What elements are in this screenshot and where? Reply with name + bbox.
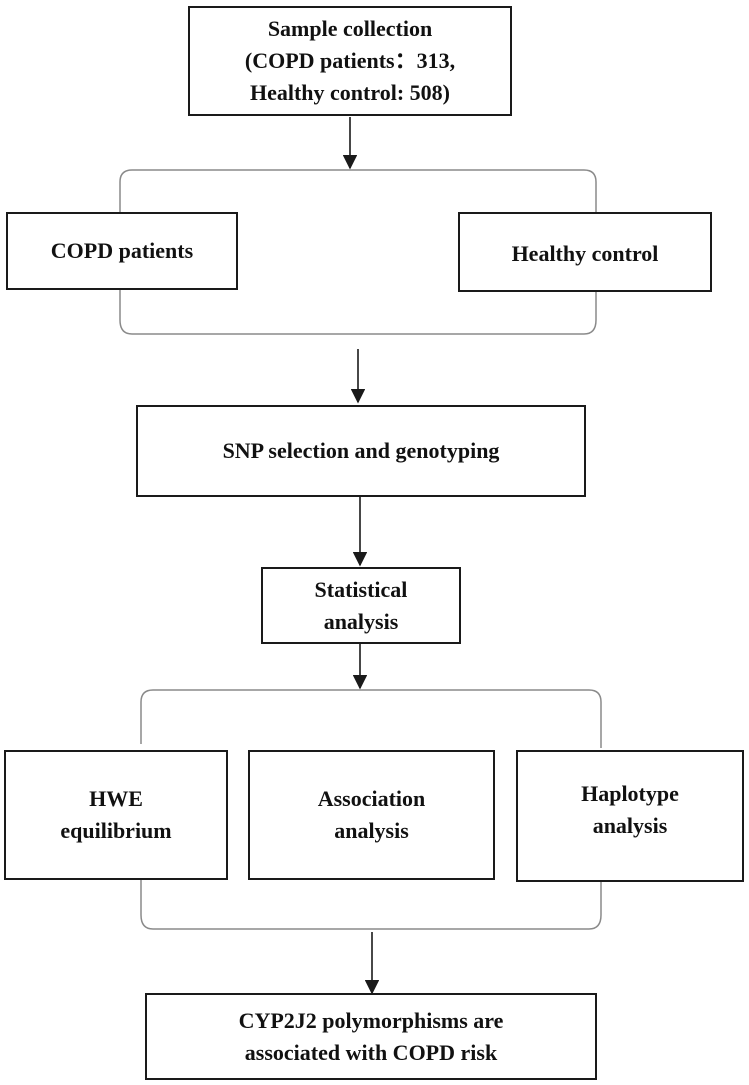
sample-collection-line-2: (COPD patients：313, [244, 48, 456, 73]
hwe-equilibrium-line-2: equilibrium [60, 818, 172, 843]
snp-selection-box: SNP selection and genotyping [136, 405, 586, 497]
association-analysis-line-1: Association [317, 786, 426, 811]
conclusion-line-1: CYP2J2 polymorphisms are [238, 1007, 504, 1033]
conclusion-box: CYP2J2 polymorphisms are associated with… [145, 993, 597, 1080]
snp-selection-line-1: SNP selection and genotyping [222, 438, 500, 463]
hwe-equilibrium-line-1: HWE [89, 786, 143, 811]
association-analysis-line-2: analysis [334, 818, 409, 843]
sample-collection-line-1: Sample collection [267, 16, 433, 41]
statistical-analysis-box: Statistical analysis [261, 567, 461, 644]
healthy-control-line-1: Healthy control [511, 241, 659, 266]
bracket-bottom-analyses [140, 880, 602, 930]
bracket-top-groups [119, 169, 597, 212]
association-analysis-text: Association analysis [318, 783, 426, 847]
healthy-control-box: Healthy control [458, 212, 712, 292]
haplotype-analysis-text: Haplotype analysis [581, 778, 679, 854]
bracket-bottom-groups [119, 290, 597, 335]
copd-patients-box: COPD patients [6, 212, 238, 290]
statistical-analysis-text: Statistical analysis [315, 574, 408, 638]
copd-patients-text: COPD patients [51, 235, 193, 267]
sample-collection-box: Sample collection (COPD patients：313, He… [188, 6, 512, 116]
snp-selection-text: SNP selection and genotyping [223, 435, 500, 467]
hwe-equilibrium-box: HWE equilibrium [4, 750, 228, 880]
conclusion-line-2: associated with COPD risk [244, 1039, 498, 1065]
haplotype-analysis-line-2: analysis [592, 813, 668, 838]
bracket-top-analyses [140, 689, 602, 748]
hwe-equilibrium-text: HWE equilibrium [60, 783, 171, 847]
haplotype-analysis-line-1: Haplotype [581, 781, 679, 806]
conclusion-text: CYP2J2 polymorphisms are associated with… [239, 1005, 504, 1069]
copd-patients-line-1: COPD patients [50, 238, 194, 263]
haplotype-analysis-box: Haplotype analysis [516, 750, 744, 882]
statistical-analysis-line-1: Statistical [314, 576, 408, 602]
sample-collection-line-3: Healthy control: 508) [249, 80, 450, 105]
sample-collection-text: Sample collection (COPD patients：313, He… [245, 13, 455, 109]
statistical-analysis-line-2: analysis [323, 608, 399, 634]
healthy-control-text: Healthy control [512, 234, 659, 270]
association-analysis-box: Association analysis [248, 750, 495, 880]
